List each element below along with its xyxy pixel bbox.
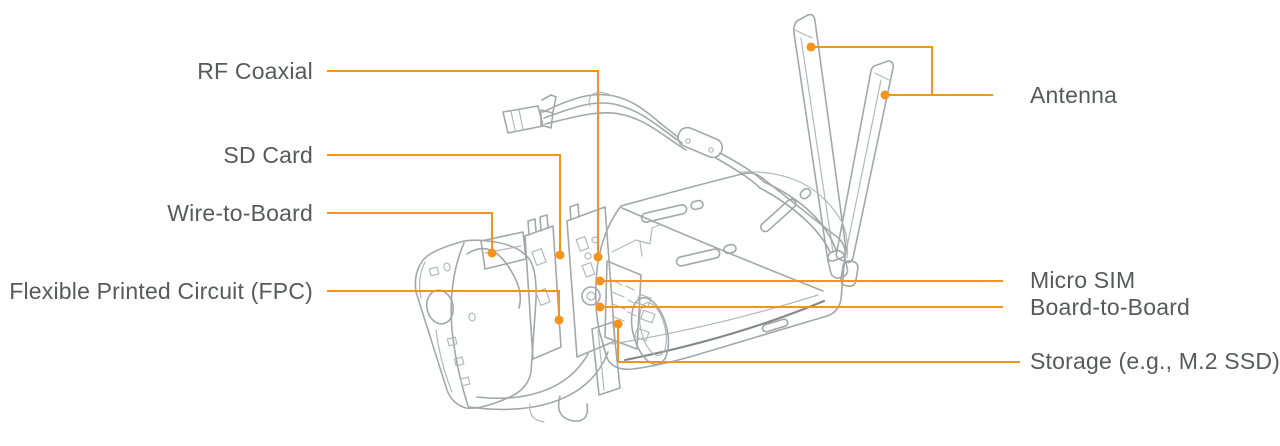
leader-rf-coaxial — [327, 70, 599, 257]
coax-cable-assembly — [502, 91, 848, 259]
callout-label-rf-coaxial: RF Coaxial — [197, 58, 313, 84]
antenna-blades — [793, 13, 894, 264]
leader-storage — [617, 324, 1020, 363]
leader-wire-to-board — [327, 212, 493, 253]
dot-board-to-board — [595, 302, 605, 312]
callout-leader-lines — [327, 46, 1020, 363]
front-bezel — [414, 239, 537, 410]
callout-label-wire-to-board: Wire-to-Board — [167, 200, 313, 226]
dot-rf-coaxial — [593, 252, 603, 262]
callout-label-antenna: Antenna — [1030, 82, 1118, 108]
pcb-stack — [604, 223, 663, 350]
dot-storage — [613, 319, 623, 329]
dot-antenna-1 — [806, 42, 816, 52]
dot-wire-to-board — [487, 248, 497, 258]
dot-antenna-2 — [880, 90, 890, 100]
callout-label-board-to-board: Board-to-Board — [1030, 294, 1191, 320]
dot-fpc — [554, 315, 564, 325]
dot-sd-card — [555, 250, 565, 260]
callout-connection-dots — [487, 42, 890, 329]
leader-fpc — [327, 290, 560, 320]
mount-arm — [468, 321, 621, 423]
callout-label-storage: Storage (e.g., M.2 SSD) — [1030, 348, 1280, 374]
callout-label-fpc: Flexible Printed Circuit (FPC) — [9, 278, 313, 304]
callout-label-micro-sim: Micro SIM — [1030, 267, 1136, 293]
leader-sd-card — [327, 154, 561, 255]
callout-label-sd-card: SD Card — [223, 142, 313, 168]
leader-antenna — [811, 46, 993, 96]
dot-micro-sim — [595, 276, 605, 286]
